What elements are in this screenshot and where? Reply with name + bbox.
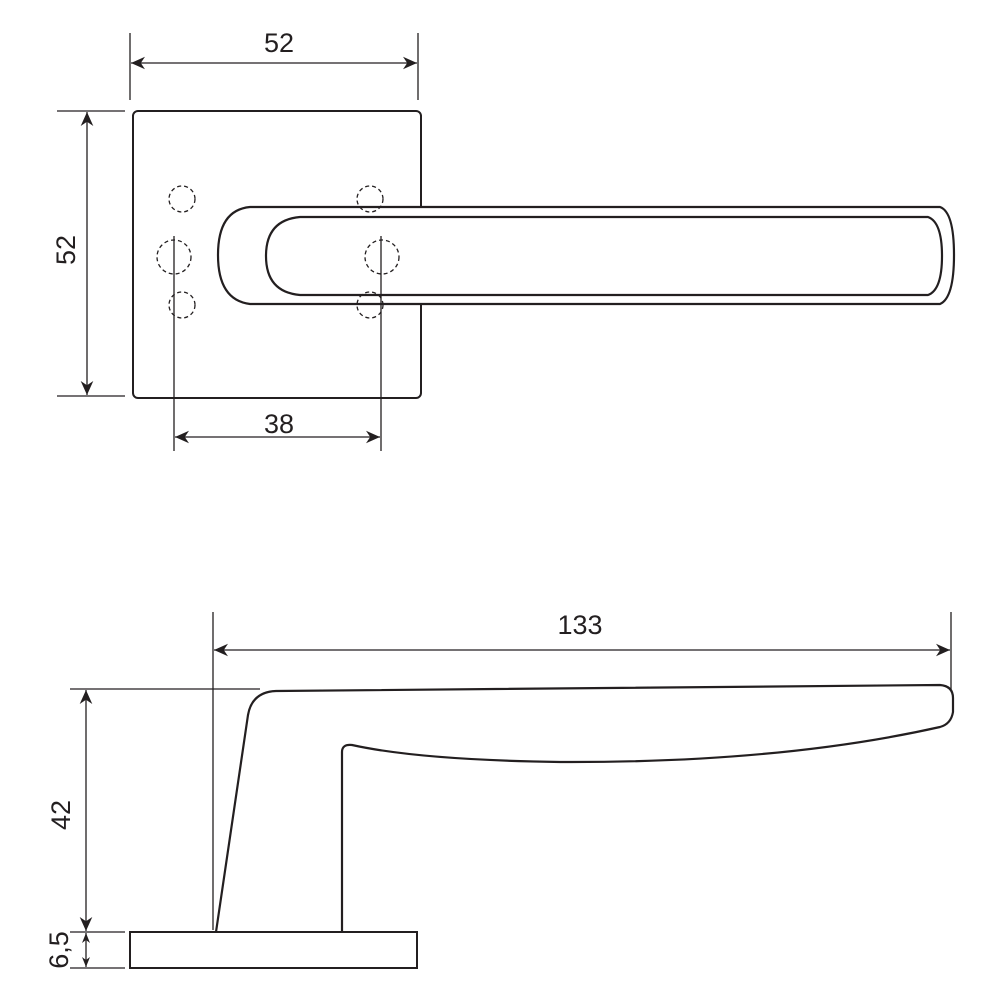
dim-label-thickness: 6,5 (44, 931, 74, 969)
hole (168, 185, 196, 213)
handle-outer-top (216, 205, 956, 306)
hole (356, 291, 384, 319)
dim-label-height-side: 42 (46, 800, 76, 830)
dim-label-length: 133 (557, 610, 602, 640)
hole (168, 291, 196, 319)
dim-label-height: 52 (51, 235, 81, 265)
dimension-lines-top (57, 33, 419, 451)
rosette-side (129, 931, 418, 969)
dimension-lines-side (70, 612, 952, 969)
handle-inner-top (264, 215, 944, 297)
dim-label-width: 52 (264, 28, 294, 58)
handle-profile-side (214, 683, 955, 933)
hole (356, 185, 384, 213)
hole (364, 239, 400, 275)
dim-label-spacing: 38 (264, 409, 294, 439)
